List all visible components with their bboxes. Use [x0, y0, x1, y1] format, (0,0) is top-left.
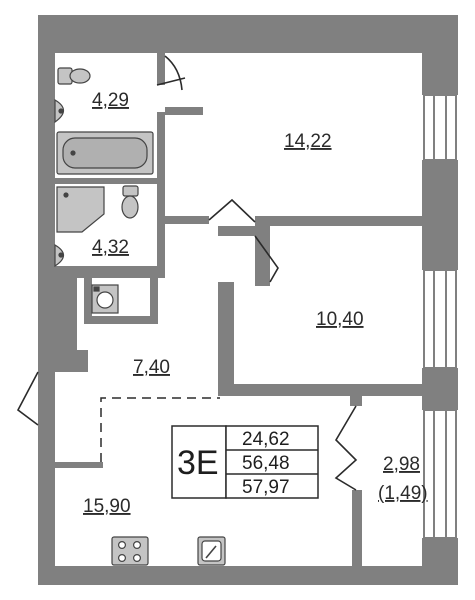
apartment-summary: 3E 24,62 56,48 57,97 — [171, 425, 319, 499]
area-label-kitchen-living: 15,90 — [83, 496, 131, 517]
area-label-bathroom-shower: 4,32 — [92, 237, 129, 258]
toilet-icon-2 — [121, 185, 139, 219]
window-bedroom-2 — [423, 269, 457, 369]
door-loggia — [334, 405, 358, 491]
wall-bath-inner — [84, 278, 92, 322]
wall-bath-bottom — [55, 266, 165, 278]
door-bedroom-2 — [254, 235, 279, 283]
washing-machine-icon — [91, 284, 119, 314]
wall-right-low — [422, 368, 458, 410]
door-bathroom-wc — [156, 55, 186, 91]
summary-values-cell — [225, 425, 319, 499]
wall-entry-lower — [38, 425, 55, 445]
toilet-icon — [57, 67, 91, 85]
area-label-bedroom-2: 10,40 — [316, 309, 364, 330]
wall-bath-right — [157, 53, 165, 85]
wall-left — [38, 15, 55, 585]
area-label-loggia-reduced: (1,49) — [378, 483, 428, 504]
wall-laundry-bottom — [84, 316, 158, 324]
door-bedroom-1 — [208, 198, 256, 223]
area-label-hallway: 7,40 — [133, 357, 170, 378]
wall-bed2-left — [218, 282, 234, 392]
wall-loggia-left-2 — [352, 490, 362, 566]
area-label-bedroom-1: 14,22 — [284, 131, 332, 152]
window-loggia — [423, 409, 457, 539]
bathtub-icon — [56, 131, 154, 175]
wall-right-upper — [422, 15, 458, 95]
wall-loggia-left — [350, 396, 362, 406]
wall-bed2-bottom — [218, 384, 422, 396]
wall-bed1-bottom — [165, 216, 209, 224]
doors — [16, 55, 358, 491]
wall-bed2-corner — [255, 226, 270, 286]
wall-bottom — [38, 566, 458, 585]
summary-type-cell — [171, 425, 227, 499]
area-label-loggia: 2,98 — [383, 454, 420, 475]
window-bedroom-1 — [423, 94, 457, 161]
apartment-type-label: 3E — [177, 444, 219, 482]
wall-entry-notch — [38, 350, 88, 372]
wall-bath-stub — [165, 107, 203, 115]
area-label-bathroom-wc: 4,29 — [92, 90, 129, 111]
door-entrance — [16, 371, 39, 426]
room-labels: 4,29 14,22 4,32 10,40 7,40 15,90 2,98 (1… — [83, 90, 428, 517]
wall-left-inner — [55, 278, 77, 350]
wall-bed2-notch — [218, 226, 270, 236]
stove-icon — [111, 536, 149, 566]
summary-total-area: 56,48 — [242, 453, 290, 474]
wall-top — [38, 15, 458, 53]
wall-bed1-bottom-2 — [255, 216, 422, 226]
wall-laundry-right — [150, 270, 158, 322]
kitchen-zone-outline — [100, 397, 220, 462]
wall-bath-right-2 — [157, 112, 165, 270]
shower-icon — [56, 186, 105, 233]
wall-right-bottom — [422, 538, 458, 585]
summary-total-with-loggia: 57,97 — [242, 477, 290, 498]
summary-living-area: 24,62 — [242, 429, 290, 450]
wall-kitchen-stub — [55, 462, 103, 468]
wall-bath-divider — [55, 178, 157, 184]
windows — [423, 94, 457, 539]
walls — [38, 15, 458, 585]
sink-icon — [54, 98, 65, 124]
kitchen-sink-icon — [197, 536, 226, 566]
wall-right-mid — [422, 160, 458, 270]
sink-icon-2 — [54, 243, 65, 268]
fixtures — [54, 67, 226, 566]
